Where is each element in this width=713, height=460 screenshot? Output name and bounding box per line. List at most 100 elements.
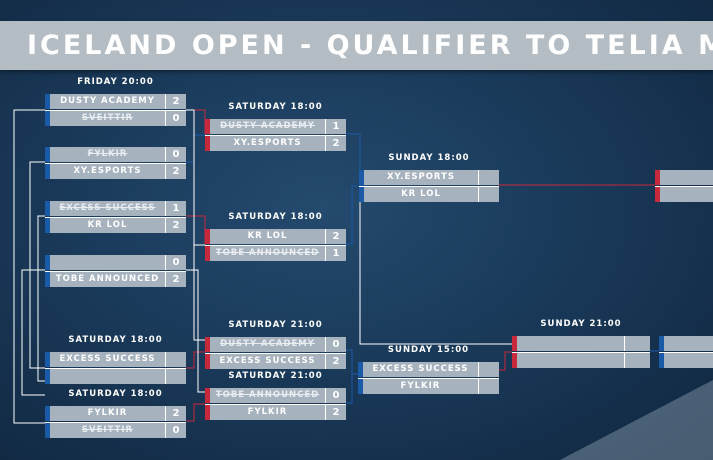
match-r1-3[interactable]: EXCESS SUCCESS 1 KR LOL 2 (45, 201, 186, 233)
team-slot: EXCESS SUCCESS (358, 362, 499, 377)
team-slot: XY.ESPORTS (359, 170, 499, 185)
team-name (50, 255, 165, 270)
team-score: 2 (325, 405, 346, 420)
blue-accent (45, 201, 50, 216)
team-score (478, 187, 499, 202)
red-accent (655, 187, 660, 202)
match-time: SATURDAY 18:00 (228, 212, 323, 222)
match-r1-6[interactable]: SATURDAY 18:00 FYLKIR 2 SVEITTIR 0 (45, 389, 186, 438)
team-score (165, 369, 186, 384)
team-score: 2 (165, 164, 186, 179)
match-r2-2[interactable]: SATURDAY 18:00 KR LOL 2 TOBE ANNOUNCED 1 (205, 212, 346, 261)
team-score: 0 (165, 111, 186, 126)
blue-accent (45, 255, 50, 270)
team-score (478, 362, 499, 377)
match-r1-5[interactable]: SATURDAY 18:00 EXCESS SUCCESS (45, 335, 186, 384)
team-name (517, 336, 624, 351)
team-score: 2 (165, 406, 186, 421)
team-name: DUSTY ACADEMY (220, 339, 315, 349)
team-slot: SVEITTIR 0 (45, 110, 186, 126)
team-slot (45, 368, 186, 384)
match-time: SATURDAY 18:00 (68, 389, 163, 399)
team-slot: XY.ESPORTS 2 (205, 135, 346, 151)
team-name (517, 353, 624, 368)
red-accent (205, 405, 210, 420)
team-score (478, 379, 499, 394)
team-score: 2 (165, 218, 186, 233)
match-r1-2[interactable]: FYLKIR 0 XY.ESPORTS 2 (45, 147, 186, 179)
team-name: XY.ESPORTS (73, 166, 142, 176)
team-slot: KR LOL 2 (205, 229, 346, 244)
team-name (664, 353, 713, 368)
red-accent (205, 136, 210, 151)
team-slot: FYLKIR 0 (45, 147, 186, 162)
team-name: EXCESS SUCCESS (59, 354, 156, 364)
team-slot: DUSTY ACADEMY 0 (205, 337, 346, 352)
match-r1-4[interactable]: 0 TOBE ANNOUNCED 2 (45, 255, 186, 287)
team-slot: FYLKIR 2 (45, 406, 186, 421)
match-time: SATURDAY 21:00 (228, 371, 323, 381)
blue-accent (45, 94, 50, 109)
match-r2-1[interactable]: SATURDAY 18:00 DUSTY ACADEMY 1 XY.ESPORT… (205, 102, 346, 151)
team-score (624, 353, 650, 368)
team-score: 0 (165, 423, 186, 438)
blue-accent (45, 423, 50, 438)
blue-accent (45, 164, 50, 179)
team-score: 2 (165, 94, 186, 109)
team-name (664, 336, 713, 351)
team-slot: TOBE ANNOUNCED 2 (45, 271, 186, 287)
match-r3-1[interactable]: SUNDAY 18:00 XY.ESPORTS KR LOL (359, 153, 499, 202)
team-slot (659, 352, 713, 368)
blue-accent (659, 336, 664, 351)
blue-accent (45, 272, 50, 287)
team-score: 2 (165, 272, 186, 287)
blue-accent (359, 170, 364, 185)
team-slot: EXCESS SUCCESS 1 (45, 201, 186, 216)
team-name: FYLKIR (400, 381, 441, 391)
match-r2-3[interactable]: SATURDAY 21:00 DUSTY ACADEMY 0 EXCESS SU… (205, 320, 346, 369)
team-slot: TOBE ANNOUNCED 0 (205, 388, 346, 403)
team-score: 1 (325, 119, 346, 134)
match-final-upper[interactable] (655, 170, 713, 202)
match-r3-2[interactable]: SUNDAY 15:00 EXCESS SUCCESS FYLKIR (358, 345, 499, 394)
title-banner: ICELAND OPEN - QUALIFIER TO TELIA MA (0, 21, 713, 70)
team-name: EXCESS SUCCESS (59, 203, 156, 213)
team-name: EXCESS SUCCESS (219, 356, 316, 366)
match-r1-1[interactable]: FRIDAY 20:00 DUSTY ACADEMY 2 SVEITTIR 0 (45, 77, 186, 126)
team-name: EXCESS SUCCESS (372, 364, 469, 374)
blue-accent (45, 406, 50, 421)
team-name (660, 187, 713, 202)
match-time: FRIDAY 20:00 (77, 77, 154, 87)
red-accent (512, 336, 517, 351)
team-slot: FYLKIR 2 (205, 404, 346, 420)
team-name: FYLKIR (87, 408, 128, 418)
team-score (165, 352, 186, 367)
match-r4-1[interactable]: SUNDAY 21:00 (512, 319, 650, 368)
match-time: SATURDAY 21:00 (228, 320, 323, 330)
red-accent (512, 353, 517, 368)
team-slot: DUSTY ACADEMY 2 (45, 94, 186, 109)
team-name: XY.ESPORTS (387, 172, 455, 182)
team-slot: 0 (45, 255, 186, 270)
team-name: TOBE ANNOUNCED (215, 248, 320, 258)
team-slot: SVEITTIR 0 (45, 422, 186, 438)
team-slot: KR LOL (359, 186, 499, 202)
team-name: TOBE ANNOUNCED (55, 274, 160, 284)
match-final-lower[interactable] (659, 336, 713, 368)
match-time: SATURDAY 18:00 (68, 335, 163, 345)
team-score: 0 (325, 337, 346, 352)
match-time: SATURDAY 18:00 (228, 102, 323, 112)
team-score: 2 (325, 136, 346, 151)
blue-accent (45, 352, 50, 367)
team-score: 0 (165, 147, 186, 162)
match-r2-4[interactable]: SATURDAY 21:00 TOBE ANNOUNCED 0 FYLKIR 2 (205, 371, 346, 420)
match-time: SUNDAY 15:00 (387, 345, 470, 355)
team-name: DUSTY ACADEMY (60, 96, 155, 106)
team-name: XY.ESPORTS (233, 138, 302, 148)
team-name (50, 369, 165, 384)
blue-accent (358, 362, 363, 377)
team-slot (512, 336, 650, 351)
match-time: SUNDAY 18:00 (388, 153, 470, 163)
